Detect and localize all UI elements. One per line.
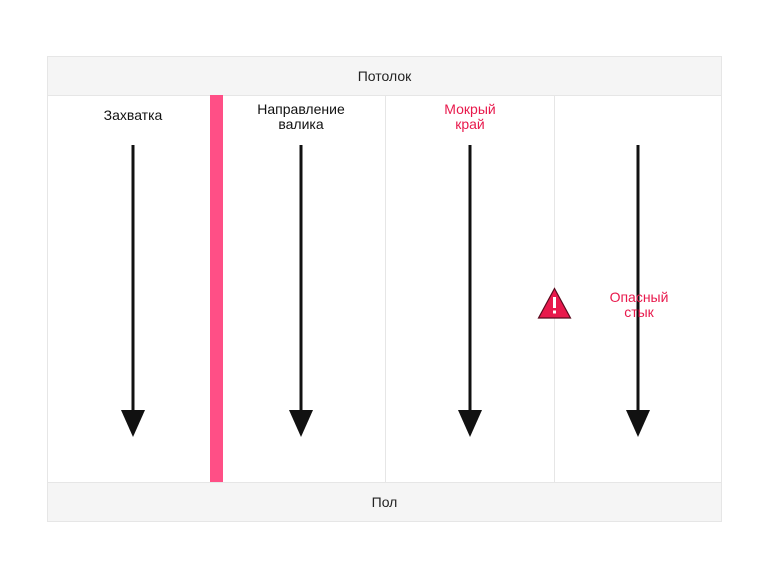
column-divider xyxy=(385,95,386,483)
ceiling-label: Потолок xyxy=(357,68,412,84)
warning-label: Опасный стык xyxy=(609,289,669,320)
ceiling-band: Потолок xyxy=(48,57,721,96)
column-label-roller-direction: Направление валика xyxy=(257,101,345,132)
column-label-zakhvatka: Захватка xyxy=(103,107,163,123)
down-arrow-head xyxy=(458,410,482,437)
accent-strip xyxy=(210,95,223,483)
down-arrow-head xyxy=(121,410,145,437)
arrows-layer xyxy=(121,145,650,437)
floor-band: Пол xyxy=(48,482,721,521)
warning-triangle-icon xyxy=(537,287,572,319)
wall-diagram: Потолок Захватка Направление валика Мокр… xyxy=(47,56,722,522)
floor-label: Пол xyxy=(371,494,398,510)
down-arrow-head xyxy=(626,410,650,437)
column-label-wet-edge: Мокрый край xyxy=(444,101,496,132)
down-arrow-head xyxy=(289,410,313,437)
